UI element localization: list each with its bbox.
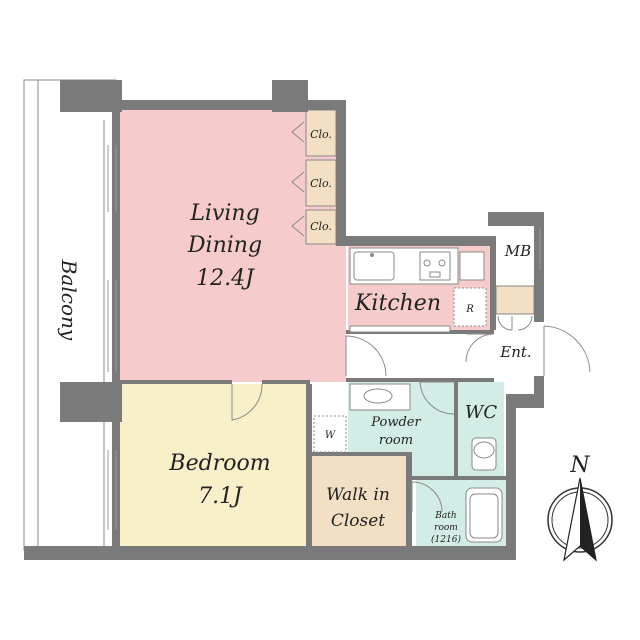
fridge-label: R	[465, 304, 474, 315]
stove-icon	[419, 251, 451, 281]
entrance-label: Ent.	[499, 343, 531, 361]
powder-label: Powder	[370, 415, 421, 430]
mb-label: MB	[504, 242, 531, 260]
powder-fixtures: W	[312, 382, 411, 453]
powder-label-2: room	[379, 433, 413, 448]
closet-label: Clo.	[310, 177, 332, 190]
doors	[231, 315, 591, 513]
bath-size: (1216)	[431, 534, 461, 545]
dining-label: Dining	[187, 233, 262, 258]
bath-label-2: room	[434, 523, 458, 533]
compass: N	[547, 453, 613, 562]
sink-icon	[353, 251, 395, 281]
compass-north-label: N	[569, 453, 590, 478]
fridge-icon	[453, 287, 487, 327]
bathtub-icon	[465, 487, 503, 543]
closets: Clo. Clo. Clo.	[291, 109, 337, 245]
living-label: Living	[189, 201, 259, 226]
closet-label: Clo.	[310, 220, 332, 233]
closet-label-walkin: Closet	[331, 511, 385, 531]
walk-in-closet-area	[312, 456, 406, 546]
bedroom-label: Bedroom	[168, 451, 270, 476]
washer-space	[313, 415, 347, 453]
windows	[107, 145, 541, 530]
kitchen-fixtures: R	[349, 247, 487, 333]
wc-label: WC	[465, 402, 498, 423]
kitchen-label: Kitchen	[354, 291, 441, 316]
bath-label: Bath	[434, 511, 456, 521]
shoe-cabinet	[495, 285, 535, 315]
walkin-label: Walk in	[326, 485, 390, 505]
balcony-label: Balcony	[57, 259, 81, 341]
mb-area	[498, 226, 538, 274]
toilet-icon	[471, 437, 497, 471]
living-size: 12.4J	[196, 266, 255, 291]
bedroom-size: 7.1J	[198, 484, 243, 509]
washbasin-icon	[363, 388, 393, 404]
balcony: Balcony	[23, 79, 117, 551]
bedroom-area	[120, 384, 306, 546]
washer-label: W	[325, 430, 336, 441]
closet-label: Clo.	[310, 128, 332, 141]
